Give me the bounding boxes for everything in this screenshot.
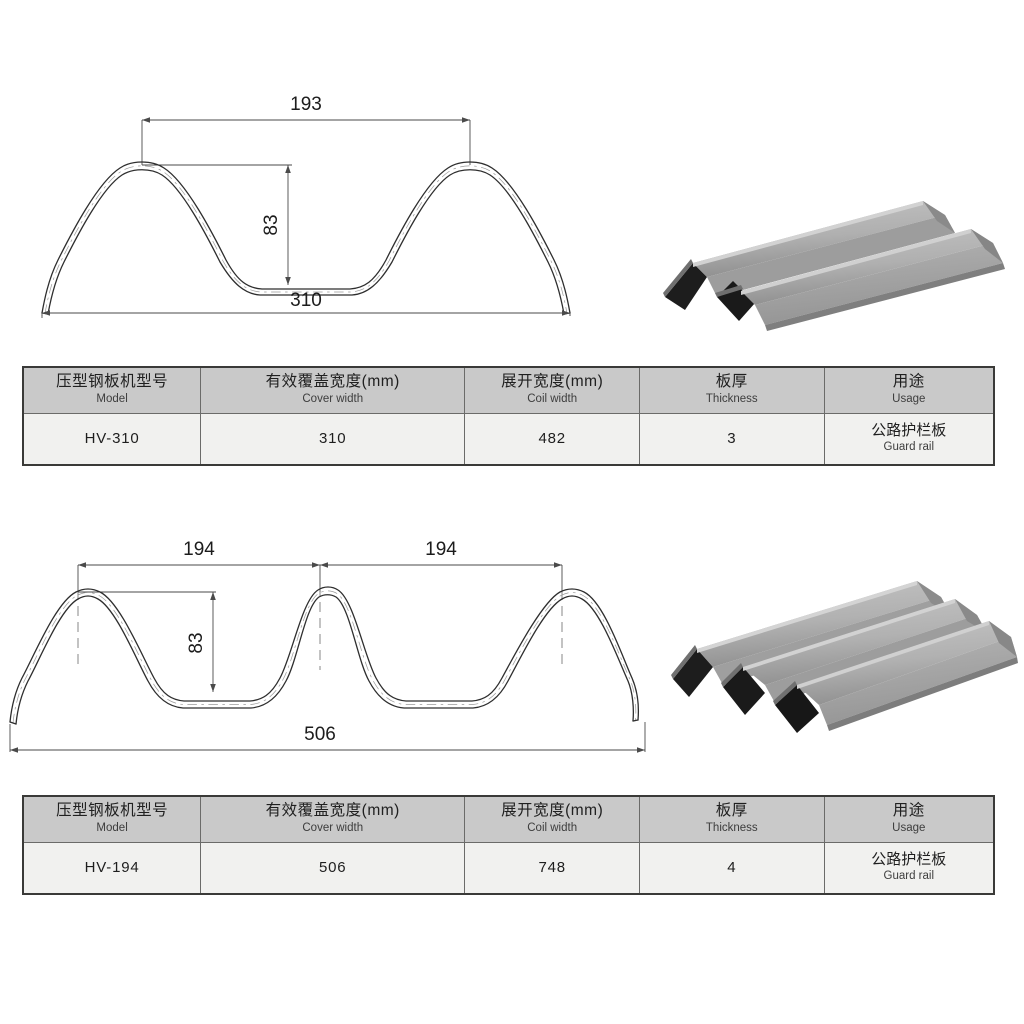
header-cover-width: 有效覆盖宽度(mm) Cover width: [200, 796, 466, 843]
header-usage-cn: 用途: [892, 802, 925, 819]
dimension-label-194-right: 194: [425, 539, 457, 560]
cell-coil-width: 482: [464, 413, 641, 465]
header-cover-width-en: Cover width: [302, 392, 364, 405]
cell-usage-en: Guard rail: [883, 441, 935, 453]
dimension-193: [141, 117, 471, 165]
header-model: 压型钢板机型号 Model: [23, 796, 202, 843]
table-header-row: 压型钢板机型号 Model 有效覆盖宽度(mm) Cover width 展开宽…: [23, 367, 994, 414]
cell-model: HV-310: [23, 413, 202, 465]
cell-thickness-value: 3: [727, 429, 737, 447]
profile-drawing-hv-194: 194 194 83: [0, 530, 660, 770]
cell-cover-width-value: 506: [319, 858, 347, 876]
spec-table-hv-310: 压型钢板机型号 Model 有效覆盖宽度(mm) Cover width 展开宽…: [22, 366, 995, 466]
profile-svg-hv-310: 193 83: [41, 94, 571, 318]
dimension-label-83-b: 83: [186, 632, 207, 653]
dimension-194-right: [320, 562, 563, 592]
header-coil-width-en: Coil width: [527, 821, 578, 834]
spec-table-hv-194: 压型钢板机型号 Model 有效覆盖宽度(mm) Cover width 展开宽…: [22, 795, 995, 895]
header-coil-width-cn: 展开宽度(mm): [501, 802, 604, 819]
render-left-cut-face: [663, 259, 743, 297]
header-thickness: 板厚 Thickness: [639, 796, 825, 843]
dimension-label-506: 506: [304, 724, 336, 745]
cell-usage-cn: 公路护栏板: [871, 421, 947, 439]
render-hv-194: [655, 575, 1020, 770]
header-thickness-en: Thickness: [705, 821, 758, 834]
cell-usage-cn: 公路护栏板: [871, 850, 947, 868]
header-usage: 用途 Usage: [824, 367, 994, 414]
header-coil-width-en: Coil width: [527, 392, 578, 405]
header-thickness: 板厚 Thickness: [639, 367, 825, 414]
render-hv-310: [655, 185, 1015, 355]
header-model-en: Model: [96, 392, 128, 405]
header-coil-width: 展开宽度(mm) Coil width: [464, 367, 641, 414]
header-model-en: Model: [96, 821, 128, 834]
profile-drawing-hv-310: 193 83: [0, 70, 640, 340]
header-cover-width-en: Cover width: [302, 821, 364, 834]
cell-model-value: HV-310: [84, 429, 140, 447]
dimension-label-193: 193: [290, 94, 322, 115]
header-model-cn: 压型钢板机型号: [56, 373, 169, 390]
header-cover-width-cn: 有效覆盖宽度(mm): [265, 373, 400, 390]
render-svg-hv-310: [663, 201, 1005, 331]
render-wave-back: [665, 201, 955, 310]
header-thickness-en: Thickness: [705, 392, 758, 405]
cell-model-value: HV-194: [84, 858, 140, 876]
header-cover-width: 有效覆盖宽度(mm) Cover width: [200, 367, 466, 414]
cell-cover-width-value: 310: [319, 429, 347, 447]
header-coil-width: 展开宽度(mm) Coil width: [464, 796, 641, 843]
cell-model: HV-194: [23, 842, 202, 894]
header-usage: 用途 Usage: [824, 796, 994, 843]
cell-thickness: 3: [639, 413, 825, 465]
render-left-cut-faces: [671, 645, 797, 705]
header-model: 压型钢板机型号 Model: [23, 367, 202, 414]
dimension-label-83: 83: [261, 214, 282, 235]
profile-svg-hv-194: 194 194 83: [9, 539, 646, 753]
render-wave-3: [775, 621, 1018, 733]
table-row: HV-194 506 748 4 公路护栏板 Guard rail: [23, 842, 994, 894]
cell-usage: 公路护栏板 Guard rail: [824, 842, 994, 894]
cell-usage: 公路护栏板 Guard rail: [824, 413, 994, 465]
cell-usage-en: Guard rail: [883, 870, 935, 882]
header-thickness-cn: 板厚: [715, 802, 748, 819]
header-thickness-cn: 板厚: [715, 373, 748, 390]
table-row: HV-310 310 482 3 公路护栏板 Guard rail: [23, 413, 994, 465]
render-svg-hv-194: [671, 581, 1018, 733]
cell-coil-width: 748: [464, 842, 641, 894]
crest-centre-lines: [77, 586, 563, 670]
cell-cover-width: 506: [200, 842, 466, 894]
dimension-83: [142, 164, 292, 285]
cell-coil-width-value: 482: [538, 429, 566, 447]
header-usage-cn: 用途: [892, 373, 925, 390]
dimension-310: [41, 310, 571, 318]
header-usage-en: Usage: [892, 821, 926, 834]
section-outline-hv-194: [9, 586, 639, 725]
header-coil-width-cn: 展开宽度(mm): [501, 373, 604, 390]
cell-cover-width: 310: [200, 413, 466, 465]
dimension-label-194-left: 194: [183, 539, 215, 560]
dimension-194-left: [77, 562, 321, 592]
header-cover-width-cn: 有效覆盖宽度(mm): [265, 802, 400, 819]
cell-coil-width-value: 748: [538, 858, 566, 876]
cell-thickness-value: 4: [727, 858, 737, 876]
header-usage-en: Usage: [892, 392, 926, 405]
dimension-506: [9, 722, 646, 753]
table-header-row: 压型钢板机型号 Model 有效覆盖宽度(mm) Cover width 展开宽…: [23, 796, 994, 843]
header-model-cn: 压型钢板机型号: [56, 802, 169, 819]
cell-thickness: 4: [639, 842, 825, 894]
dimension-label-310: 310: [290, 290, 322, 311]
